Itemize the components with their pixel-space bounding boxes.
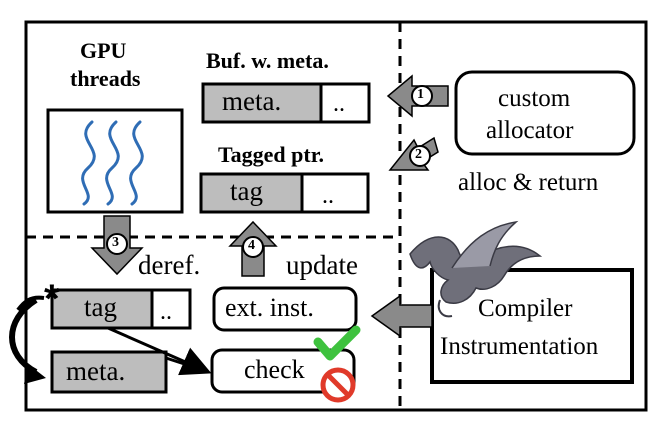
custom-allocator-line1: custom xyxy=(498,85,571,112)
buffer-rest-cell xyxy=(319,82,371,124)
compiler-to-ext-arrow xyxy=(370,294,433,338)
step3-number: 3 xyxy=(112,235,119,250)
bottom-rest-cell xyxy=(150,288,192,330)
alloc-return-label: alloc & return xyxy=(458,169,599,196)
gpu-threads-title-line1: GPU xyxy=(80,38,127,63)
tagged-ptr-title: Tagged ptr. xyxy=(218,142,324,167)
gpu-threads-box xyxy=(46,108,184,214)
asterisk-label: * xyxy=(44,277,60,321)
gpu-threads-title-line2: threads xyxy=(70,66,141,91)
bottom-tag-text: tag xyxy=(84,292,117,322)
compiler-line2: Instrumentation xyxy=(440,333,599,360)
custom-allocator-line2: allocator xyxy=(486,117,574,144)
outer-frame xyxy=(24,20,648,412)
step3-badge xyxy=(106,233,128,255)
no-entry-icon xyxy=(320,367,356,403)
tag-to-meta-curve-arrow xyxy=(9,295,46,384)
check-text: check xyxy=(244,355,305,384)
step1-number: 1 xyxy=(417,87,424,102)
step4-number: 4 xyxy=(248,238,255,253)
buffer-rest-text: .. xyxy=(333,91,345,117)
tag-to-check-line xyxy=(107,326,212,376)
bottom-meta-cell xyxy=(50,350,168,394)
step4-badge xyxy=(242,236,264,258)
step1-badge xyxy=(411,85,433,107)
step2-number: 2 xyxy=(415,147,422,162)
bottom-tag-cell xyxy=(50,288,154,330)
check-mark-icon xyxy=(313,325,361,361)
custom-allocator-box xyxy=(454,70,636,156)
step2-badge xyxy=(409,145,431,167)
buffer-meta-text: meta. xyxy=(222,86,282,116)
ext-inst-box xyxy=(212,286,358,332)
bottom-rest-text: .. xyxy=(160,299,172,325)
tagged-ptr-tag-text: tag xyxy=(230,176,263,206)
bottom-meta-text: meta. xyxy=(66,356,126,386)
compiler-line1: Compiler xyxy=(478,295,573,322)
dragon-logo-icon xyxy=(409,220,543,318)
gpu-thread-wave-icon xyxy=(81,120,144,206)
update-label: update xyxy=(286,250,358,280)
tagged-ptr-rest-cell xyxy=(300,172,370,214)
tagged-ptr-tag-cell xyxy=(199,172,304,214)
ext-inst-text: ext. inst. xyxy=(225,293,314,322)
meta-to-check-line xyxy=(165,356,207,373)
tagged-ptr-rest-text: .. xyxy=(322,183,334,209)
check-box xyxy=(210,348,356,394)
buffer-title: Buf. w. meta. xyxy=(206,48,329,73)
deref-label: deref. xyxy=(138,250,201,280)
